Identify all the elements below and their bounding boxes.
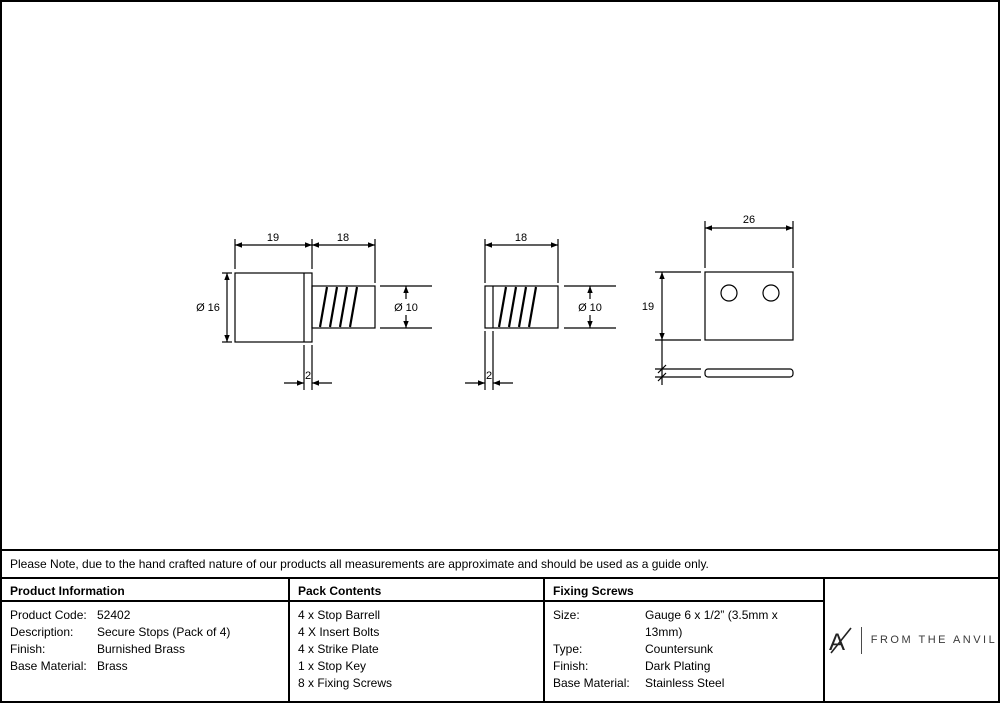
pack-contents-item: 4 x Strike Plate <box>298 642 379 656</box>
dimension-label: 19 <box>267 232 279 244</box>
logo-letter: A <box>829 629 845 655</box>
pack-contents-item: 4 x Stop Barrell <box>298 608 381 622</box>
anvil-logo-icon: A <box>829 627 852 655</box>
brand-logo: A FROM THE ANVIL <box>825 579 998 701</box>
insert-bolt-drawing <box>465 239 616 390</box>
logo-slash <box>830 627 852 654</box>
product-information-column: Product Information Product Code: 52402 … <box>2 579 290 701</box>
row-label: Type: <box>553 642 583 656</box>
technical-drawing: 19 18 Ø 16 Ø 10 2 <box>196 214 794 390</box>
dimension-label: Ø 10 <box>394 302 418 314</box>
dimension-label: 2 <box>305 370 311 382</box>
pack-contents-item: 4 X Insert Bolts <box>298 625 380 639</box>
table-row: Finish: Dark Plating <box>553 658 815 675</box>
row-value: Dark Plating <box>645 659 711 673</box>
row-value: Brass <box>97 659 128 673</box>
dimension-label: 18 <box>337 232 349 244</box>
row-value: 52402 <box>97 608 131 622</box>
product-information-body: Product Code: 52402 Description: Secure … <box>2 602 288 680</box>
fixing-screws-column: Fixing Screws Size: Gauge 6 x 1/2” (3.5m… <box>545 579 825 701</box>
row-value: Secure Stops (Pack of 4) <box>97 625 231 639</box>
thread-coils <box>497 286 538 328</box>
strike-plate-labels: 26 19 <box>642 214 755 313</box>
thread-coils <box>318 286 359 328</box>
table-row: Base Material: Brass <box>10 658 280 675</box>
row-value: Burnished Brass <box>97 642 186 656</box>
pack-contents-item: 8 x Fixing Screws <box>298 676 393 690</box>
fixing-screws-header: Fixing Screws <box>545 579 823 602</box>
logo-divider <box>860 626 862 654</box>
drawing-area: 19 18 Ø 16 Ø 10 2 <box>2 2 998 549</box>
row-value: Stainless Steel <box>645 676 725 690</box>
table-row: Type: Countersunk <box>553 641 815 658</box>
row-value: Countersunk <box>645 642 714 656</box>
pack-contents-header: Pack Contents <box>290 579 543 602</box>
table-row: Size: Gauge 6 x 1/2” (3.5mm x 13mm) <box>553 607 815 641</box>
row-label: Finish: <box>10 642 46 656</box>
row-label: Size: <box>553 608 580 622</box>
table-row: Description: Secure Stops (Pack of 4) <box>10 624 280 641</box>
dimension-label: 2 <box>486 370 492 382</box>
insert-bolt-labels: 18 Ø 10 2 <box>486 232 602 382</box>
table-row: Finish: Burnished Brass <box>10 641 280 658</box>
stop-barrel-labels: 19 18 Ø 16 Ø 10 2 <box>196 232 418 382</box>
pack-contents-item: 1 x Stop Key <box>298 659 367 673</box>
dimension-label: 19 <box>642 301 654 313</box>
dimension-label: Ø 16 <box>196 302 220 314</box>
row-label: Product Code: <box>10 608 87 622</box>
row-label: Base Material: <box>10 659 87 673</box>
fixing-screws-body: Size: Gauge 6 x 1/2” (3.5mm x 13mm) Type… <box>545 602 823 697</box>
product-information-header: Product Information <box>2 579 288 602</box>
dimension-label: 26 <box>743 214 755 226</box>
row-label: Description: <box>10 625 74 639</box>
info-table: Product Information Product Code: 52402 … <box>2 579 998 701</box>
pack-contents-column: Pack Contents 4 x Stop Barrell 4 X Inser… <box>290 579 545 701</box>
brand-name: FROM THE ANVIL <box>870 634 998 646</box>
row-value: Gauge 6 x 1/2” (3.5mm x 13mm) <box>645 608 778 639</box>
table-row: Base Material: Stainless Steel <box>553 675 815 692</box>
dimension-label: Ø 10 <box>578 302 602 314</box>
note-text: Please Note, due to the hand crafted nat… <box>2 549 998 579</box>
row-label: Base Material: <box>553 676 630 690</box>
strike-plate-drawing <box>655 221 794 385</box>
table-row: Product Code: 52402 <box>10 607 280 624</box>
dimension-label: 18 <box>515 232 527 244</box>
stop-barrel-drawing <box>222 239 432 390</box>
row-label: Finish: <box>553 659 589 673</box>
pack-contents-body: 4 x Stop Barrell 4 X Insert Bolts 4 x St… <box>290 602 543 697</box>
